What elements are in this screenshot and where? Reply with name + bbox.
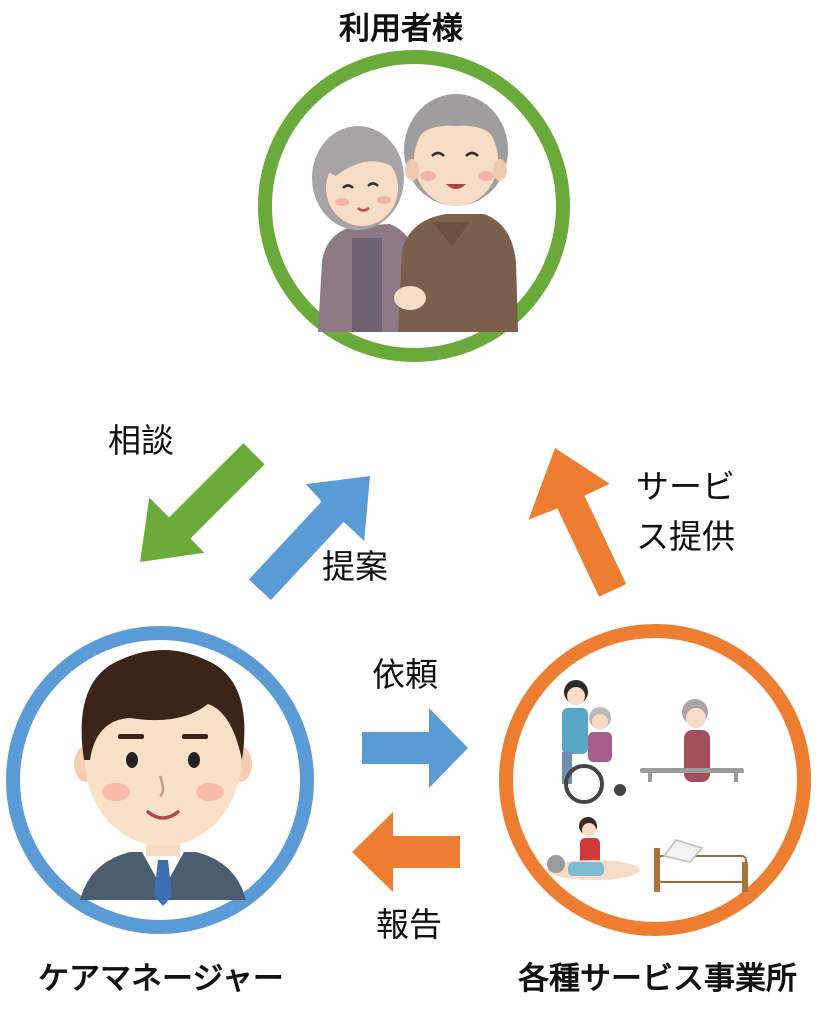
service-arrow: [528, 448, 627, 597]
consult-label: 相談: [108, 421, 174, 460]
care-services-icon: [547, 680, 748, 892]
request-arrow: [362, 708, 468, 788]
care-manager-title: ケアマネージャー: [38, 961, 284, 997]
propose-arrow: [248, 476, 370, 600]
providers-title: 各種サービス事業所: [518, 961, 797, 997]
propose-label: 提案: [322, 547, 388, 586]
report-arrow: [352, 812, 460, 892]
consult-arrow: [140, 443, 265, 562]
user-node: [258, 50, 570, 362]
report-label: 報告: [376, 905, 442, 944]
service-label-line1: サービ: [636, 467, 735, 506]
providers-node: [499, 624, 811, 936]
care-manager-node: [6, 626, 314, 934]
elderly-couple-icon: [312, 94, 518, 332]
care-manager-man-icon: [74, 650, 252, 906]
service-label-line2: ス提供: [636, 517, 735, 556]
user-title: 利用者様: [339, 11, 463, 47]
request-label: 依頼: [372, 655, 438, 694]
